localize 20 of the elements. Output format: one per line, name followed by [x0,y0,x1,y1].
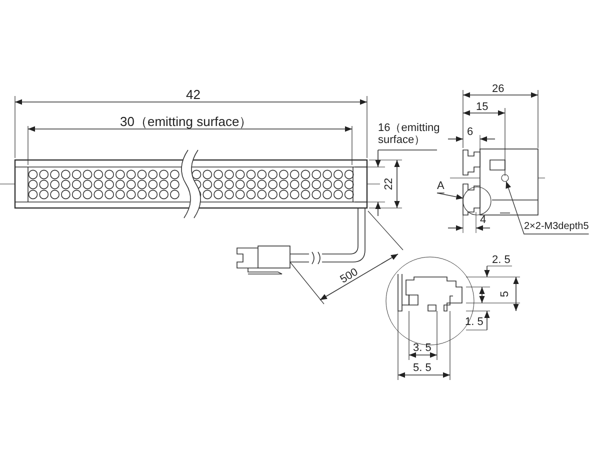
leader-line [506,180,590,234]
dimension-label: 16（emitting surface） [378,122,441,146]
dimension-label: 26 [492,83,504,95]
dimension-label: 500 [338,266,360,286]
dimension-label: 2. 5 [492,254,510,266]
callout-label: A [437,180,444,192]
dimension-label: 1. 5 [465,316,484,328]
dimension-label: 30（emitting surface） [120,116,252,128]
dimension-label: 5 [499,290,512,298]
threaded-hole [501,174,509,182]
dimension-label: 6 [467,126,474,138]
dimension-label: 4 [480,214,486,226]
callout-label: 2×2-M3depth5 [524,221,589,233]
dimension-label: 22 [383,178,396,190]
dimension-label: 15 [476,101,488,113]
leader-line [436,192,464,200]
marked-area-circle [462,186,492,216]
dimension-label: 5. 5 [413,362,432,374]
dimension-label: 3. 5 [413,342,432,354]
dimension-label: 42 [186,89,200,101]
